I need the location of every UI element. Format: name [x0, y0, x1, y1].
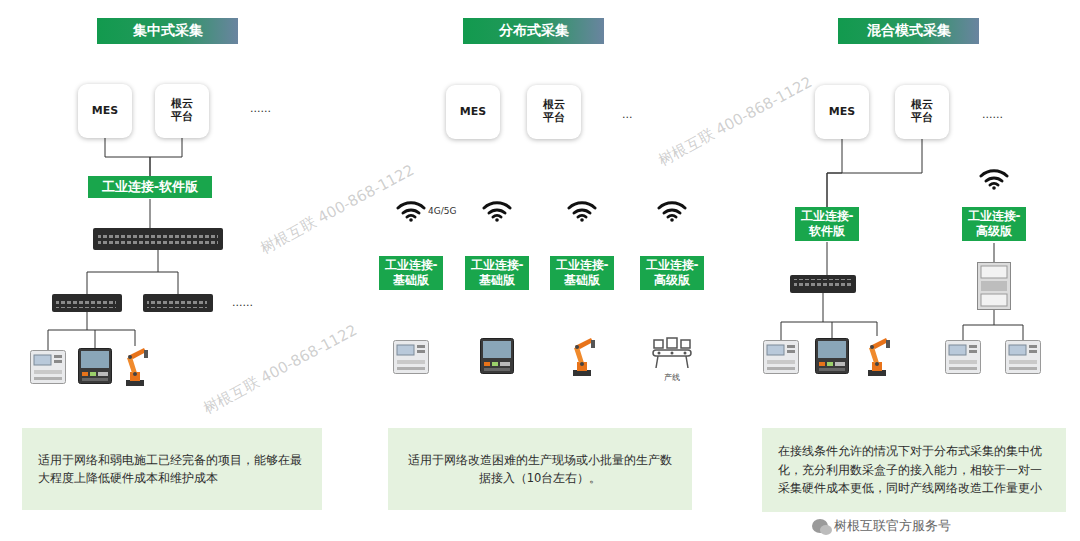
wechat-label: 树根互联官方服务号	[834, 517, 951, 535]
connector	[827, 139, 922, 207]
node-text: 工业连接-软件版	[798, 209, 856, 239]
node-text: 工业连接-软件版	[102, 178, 198, 196]
icon-label: 产线	[663, 372, 681, 383]
panel-title: 集中式采集	[97, 18, 238, 44]
wire	[48, 199, 178, 350]
network-label: 4G/5G	[428, 206, 456, 216]
node-text: 工业连接-基础版	[468, 258, 526, 288]
node-text: 适用于网络改造困难的生产现场或小批量的生产数据接入（10台左右）。	[404, 451, 676, 488]
watermark: 树根互联 400-868-1122	[656, 73, 816, 170]
hmi-device	[816, 339, 849, 374]
switch-small	[52, 294, 122, 312]
wifi-icon	[659, 203, 685, 222]
panel-title: 混合模式采集	[838, 18, 979, 44]
robot-device	[868, 338, 890, 376]
system-box: MES	[446, 85, 500, 139]
panel-title: 分布式采集	[463, 18, 604, 44]
gateway-tag: 工业连接-高级版	[962, 207, 1026, 241]
node-text: 在接线条件允许的情况下对于分布式采集的集中优化，充分利用数采盒子的接入能力，相较…	[778, 442, 1050, 497]
system-box: 根云平台	[895, 85, 949, 139]
switch-big	[93, 228, 223, 250]
system-box: MES	[815, 85, 869, 139]
node-text: 工业连接-高级版	[965, 209, 1023, 239]
wifi-icon	[484, 203, 510, 222]
gateway-tag: 工业连接-软件版	[795, 207, 859, 241]
ellipsis: ...	[622, 108, 633, 121]
wechat-icon	[812, 519, 832, 535]
gateway-tag: 工业连接-基础版	[550, 256, 614, 290]
node-text: 工业连接-高级版	[643, 258, 701, 288]
system-box: 根云平台	[527, 85, 581, 139]
gateway-tag: 工业连接-基础版	[465, 256, 529, 290]
gateway-tag: 工业连接-高级版	[640, 256, 704, 290]
switch-small	[143, 294, 213, 312]
node-text: 工业连接-基础版	[382, 258, 440, 288]
plc-device	[394, 341, 429, 374]
node-text: 工业连接-基础版	[553, 258, 611, 288]
robot-device	[126, 348, 148, 386]
wire	[781, 242, 1023, 340]
watermark: 树根互联 400-868-1122	[201, 321, 361, 418]
ellipsis: ......	[982, 108, 1003, 121]
wifi-icon	[398, 203, 424, 222]
robot-device	[573, 338, 595, 376]
description-box: 在接线条件允许的情况下对于分布式采集的集中优化，充分利用数采盒子的接入能力，相较…	[762, 428, 1066, 512]
gateway-tag: 工业连接-基础版	[379, 256, 443, 290]
node-text: MES	[829, 106, 855, 119]
connector	[150, 138, 182, 176]
node-text: 分布式采集	[499, 22, 569, 40]
hmi-device	[79, 349, 112, 384]
system-box: MES	[78, 84, 132, 138]
node-text: MES	[460, 106, 486, 119]
node-text: 根云平台	[170, 98, 193, 123]
connector	[105, 138, 150, 176]
plc-device	[764, 341, 799, 374]
wifi-icon	[981, 171, 1007, 190]
hmi-device	[481, 339, 514, 374]
plc-device	[946, 341, 981, 374]
node-text: MES	[92, 105, 118, 118]
node-text: 混合模式采集	[867, 22, 951, 40]
watermark: 树根互联 400-868-1122	[258, 161, 418, 258]
node-text: 适用于网络和弱电施工已经完备的项目，能够在最大程度上降低硬件成本和维护成本	[38, 451, 306, 488]
ellipsis: ......	[232, 296, 253, 309]
system-box: 根云平台	[155, 84, 209, 138]
ellipsis: ......	[250, 102, 271, 115]
node-text: 集中式采集	[133, 22, 203, 40]
cabinet	[978, 263, 1011, 310]
switch-small	[790, 275, 856, 293]
plc-device	[1006, 341, 1041, 374]
description-box: 适用于网络和弱电施工已经完备的项目，能够在最大程度上降低硬件成本和维护成本	[22, 428, 322, 510]
production-line-icon	[653, 338, 691, 368]
node-text: 根云平台	[542, 99, 565, 124]
description-box: 适用于网络改造困难的生产现场或小批量的生产数据接入（10台左右）。	[388, 428, 692, 510]
gateway-tag: 工业连接-软件版	[88, 176, 212, 198]
node-text: 根云平台	[910, 99, 933, 124]
wifi-icon	[569, 203, 595, 222]
plc-device	[31, 351, 66, 384]
